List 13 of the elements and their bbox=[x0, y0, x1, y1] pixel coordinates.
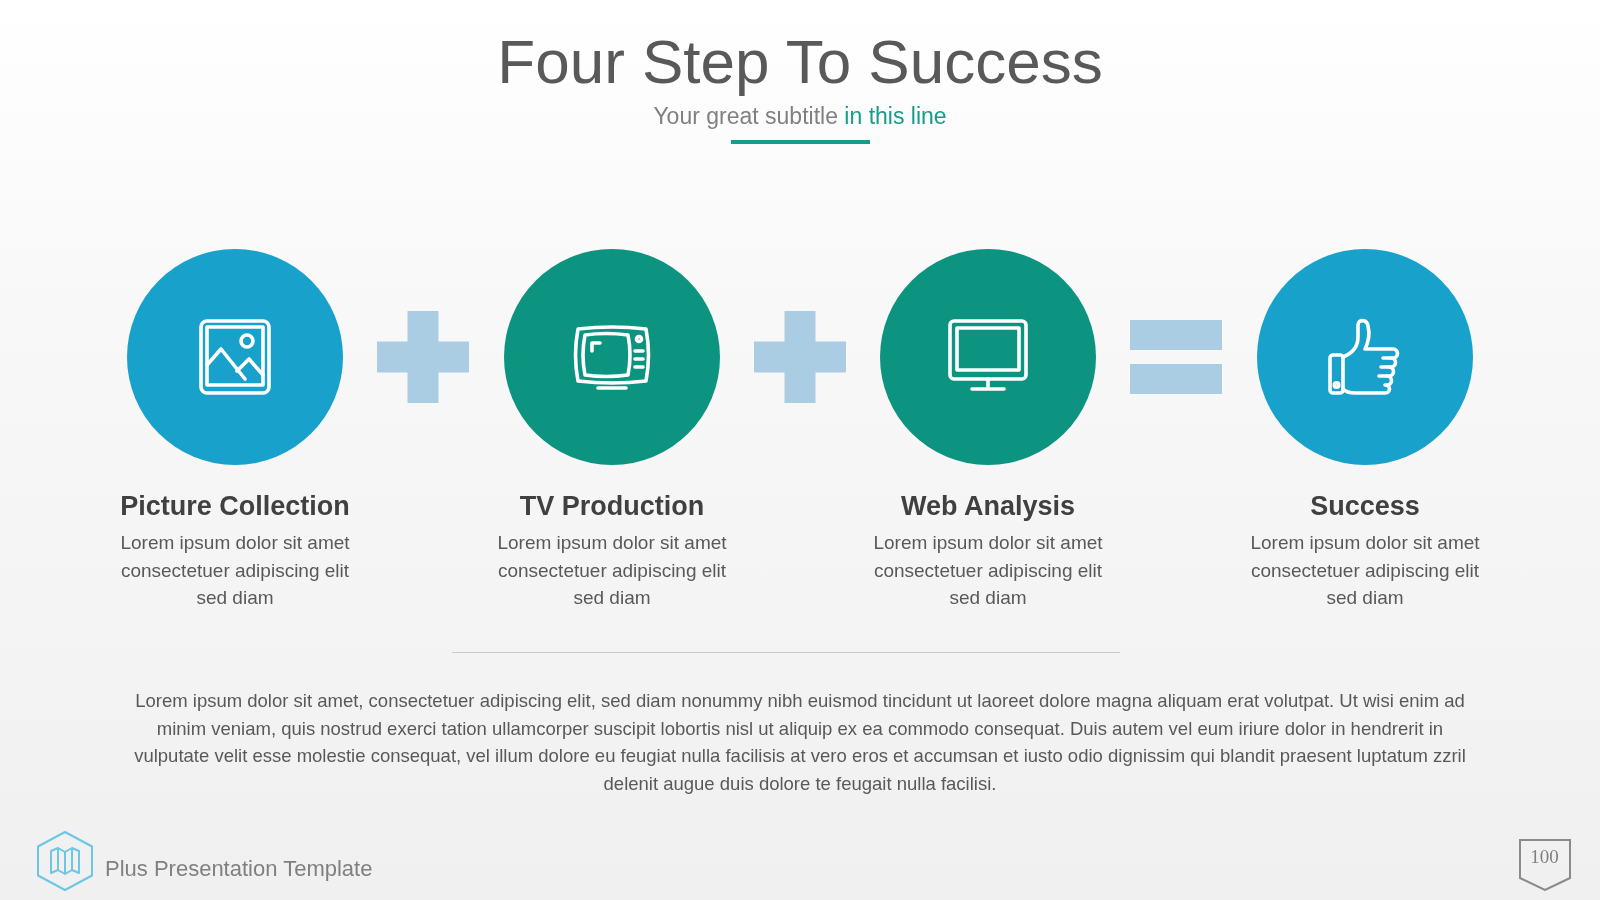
step-description: Lorem ipsum dolor sit amet consectetuer adipiscing elit sed diam bbox=[496, 531, 728, 610]
step-title: Picture Collection bbox=[120, 490, 350, 523]
step-title: Web Analysis bbox=[900, 490, 1076, 523]
step-title: Success bbox=[1310, 490, 1420, 523]
step-title: TV Production bbox=[519, 490, 705, 523]
subtitle: Your great subtitle in this line bbox=[653, 102, 947, 131]
step-description: Lorem ipsum dolor sit amet consectetuer adipiscing elit sed diam bbox=[119, 531, 351, 610]
footer-text: Plus Presentation Template bbox=[105, 855, 373, 883]
slide-title: Four Step To Success bbox=[497, 26, 1103, 98]
step-description: Lorem ipsum dolor sit amet consectetuer adipiscing elit sed diam bbox=[1249, 531, 1481, 610]
description-paragraph: Lorem ipsum dolor sit amet, consectetuer adipiscing elit, sed diam nonummy nibh euismod tincidunt ut laoreet dolore magna aliquam erat volutpat. Ut wisi enim ad minim veniam, quis nostrud exerci tation ullamcorper suscipit lobortis nisl ut aliquip ex ea commodo consequat. Duis autem vel eum iriure dolor in hendrerit in vulputate velit esse molestie consequat, vel illum dolore eu feugiat nulla facilisis at vero eros et accumsan et iusto odio dignissim qui blandit praesent luptatum zzril delenit augue duis dolore te feugait nulla facilisi. bbox=[133, 689, 1467, 796]
step-description: Lorem ipsum dolor sit amet consectetuer adipiscing elit sed diam bbox=[872, 531, 1104, 610]
page-number: 100 bbox=[1529, 845, 1560, 869]
